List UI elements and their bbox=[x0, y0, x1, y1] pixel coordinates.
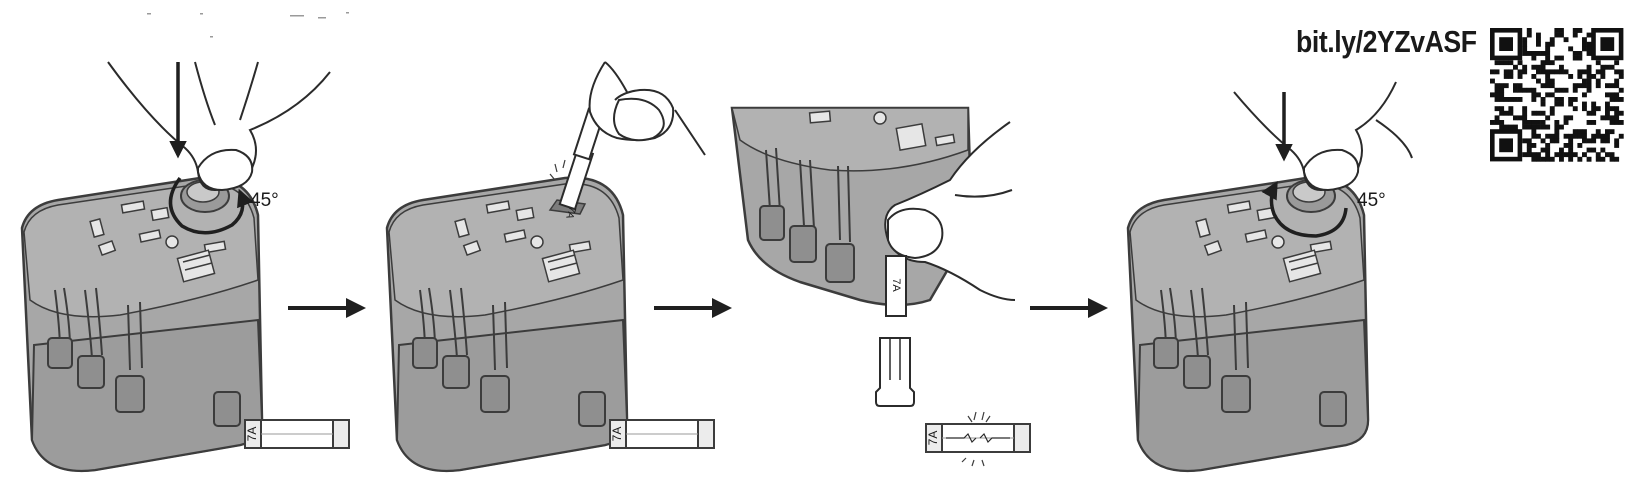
fuse-holder: 7A bbox=[885, 255, 907, 317]
step-4: 45° bbox=[1126, 81, 1413, 473]
hand-icon bbox=[588, 61, 706, 156]
fuse-label: 7A bbox=[245, 427, 259, 442]
fuse-in-holder-label: 7A bbox=[890, 278, 902, 292]
fuse-icon: 7A bbox=[244, 419, 350, 449]
rotate-arrow-icon bbox=[1261, 180, 1348, 238]
fuse-in-holder-label: 7A bbox=[563, 205, 577, 220]
angle-label: 45° bbox=[250, 190, 279, 211]
adapter-body bbox=[1126, 176, 1370, 473]
scan-specks bbox=[147, 12, 349, 38]
step-3: 7A 7A bbox=[730, 106, 1031, 467]
qr-code-icon bbox=[1489, 27, 1624, 162]
hand-icon bbox=[107, 61, 331, 192]
fuse-icon: 7A bbox=[609, 419, 715, 449]
angle-label: 45° bbox=[1357, 190, 1386, 211]
fuse-label: 7A bbox=[610, 427, 624, 442]
blown-fuse-icon: 7A bbox=[925, 411, 1031, 467]
hand-icon bbox=[1233, 81, 1413, 192]
hand-icon bbox=[884, 121, 1016, 301]
step-1: 45° 7A bbox=[20, 61, 350, 473]
fuse-holder: 7A bbox=[548, 107, 606, 220]
step-2: 7A 7A bbox=[385, 61, 715, 473]
adapter-body bbox=[385, 176, 629, 473]
blown-fuse-label: 7A bbox=[926, 431, 940, 446]
rotate-arrow-icon bbox=[168, 176, 254, 235]
adapter-body bbox=[20, 176, 264, 473]
empty-fuse-holder bbox=[875, 337, 915, 407]
short-url: bit.ly/2YZvASF bbox=[1296, 24, 1477, 59]
